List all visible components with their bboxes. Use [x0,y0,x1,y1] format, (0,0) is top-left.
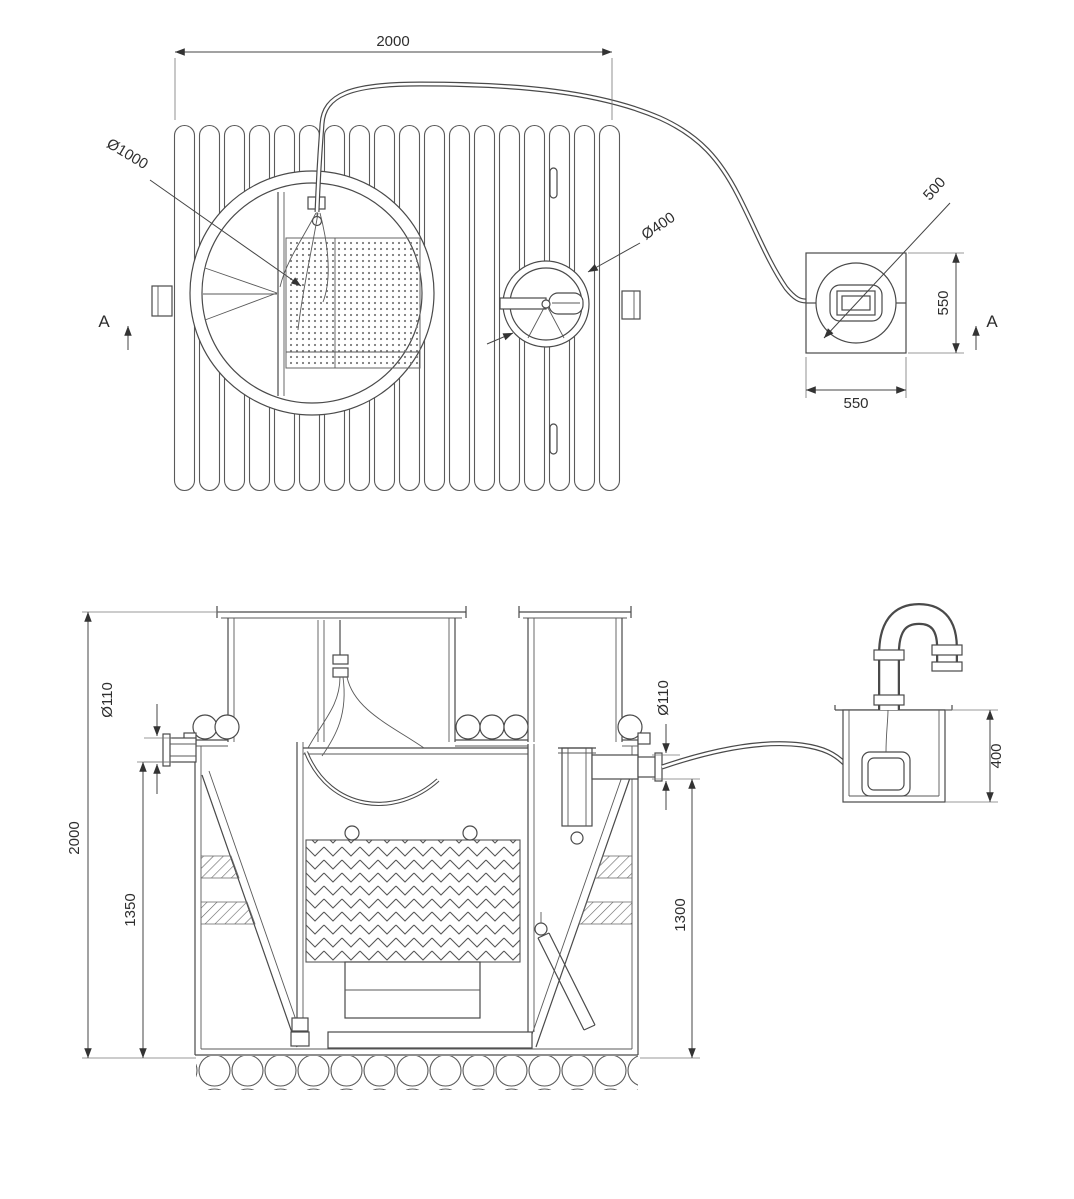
manhole-diameter-label: Ø1000 [104,135,151,173]
right-hopper-cone [528,770,633,1048]
pump-shaft-label: 500 [920,174,949,204]
dim-inlet-depth-label: 1350 [122,893,139,926]
section-marker-left: A [98,312,132,350]
section-view: 2000 1350 Ø110 Ø110 1 [66,602,1005,1090]
section-marker-left-label: A [98,312,110,331]
section-marker-right: A [972,312,998,350]
bottom-corrugation [196,1056,638,1090]
filter-media-section [305,825,521,963]
air-hose-plan [314,81,807,304]
filter-media-plan [285,237,421,369]
tank-shell-section [183,714,651,1090]
spray-nozzle-left [344,825,360,841]
recirculation-pipe [534,912,596,1031]
inspection-diameter-label: Ø400 [639,209,679,244]
weld-slot-top [549,167,558,199]
left-hopper-cone [200,770,305,1048]
dim-outlet-pipe: Ø110 [652,680,680,810]
dim-shaft-width-label: 550 [843,395,868,412]
dim-total-height: 2000 [66,611,230,1059]
outlet-assembly [558,747,663,845]
dim-inlet-depth: 1350 [122,761,170,1059]
dim-inlet-pipe: Ø110 [99,682,172,794]
spray-nozzle-right [462,825,478,841]
dim-shaft-height-label: 550 [935,290,952,315]
section-marker-right-label: A [986,312,998,331]
dim-outlet-pipe-label: Ø110 [655,680,672,716]
inlet-pipe-section [162,733,197,767]
dim-inlet-pipe-label: Ø110 [99,682,116,718]
weld-slot-bottom [549,423,558,455]
vent-elbow-inner [880,605,956,710]
dim-shaft-width: 550 [805,357,907,412]
dim-outlet-depth-label: 1300 [672,898,689,931]
dim-plan-width-label: 2000 [376,33,409,50]
right-riser [518,606,632,742]
float-switch-assembly [304,620,440,806]
internal-piping [290,620,535,1047]
sump-and-base [291,961,533,1049]
dim-shaft-height: 550 [908,252,964,354]
pump-box-section [834,602,963,803]
air-hose-section [661,741,847,770]
dim-pump-box-height-label: 400 [988,743,1005,768]
outlet-stub-plan [621,290,641,320]
dim-plan-width: 2000 [174,33,613,120]
inlet-stub-plan [151,285,173,317]
inspection-circle [499,260,590,348]
dim-pump-box-height: 400 [945,709,1005,803]
plan-view: 2000 Ø1000 Ø400 500 550 55 [98,33,998,492]
dim-outlet-depth: 1300 [640,778,700,1059]
manhole-circle [189,170,435,416]
dim-total-height-label: 2000 [66,821,83,854]
